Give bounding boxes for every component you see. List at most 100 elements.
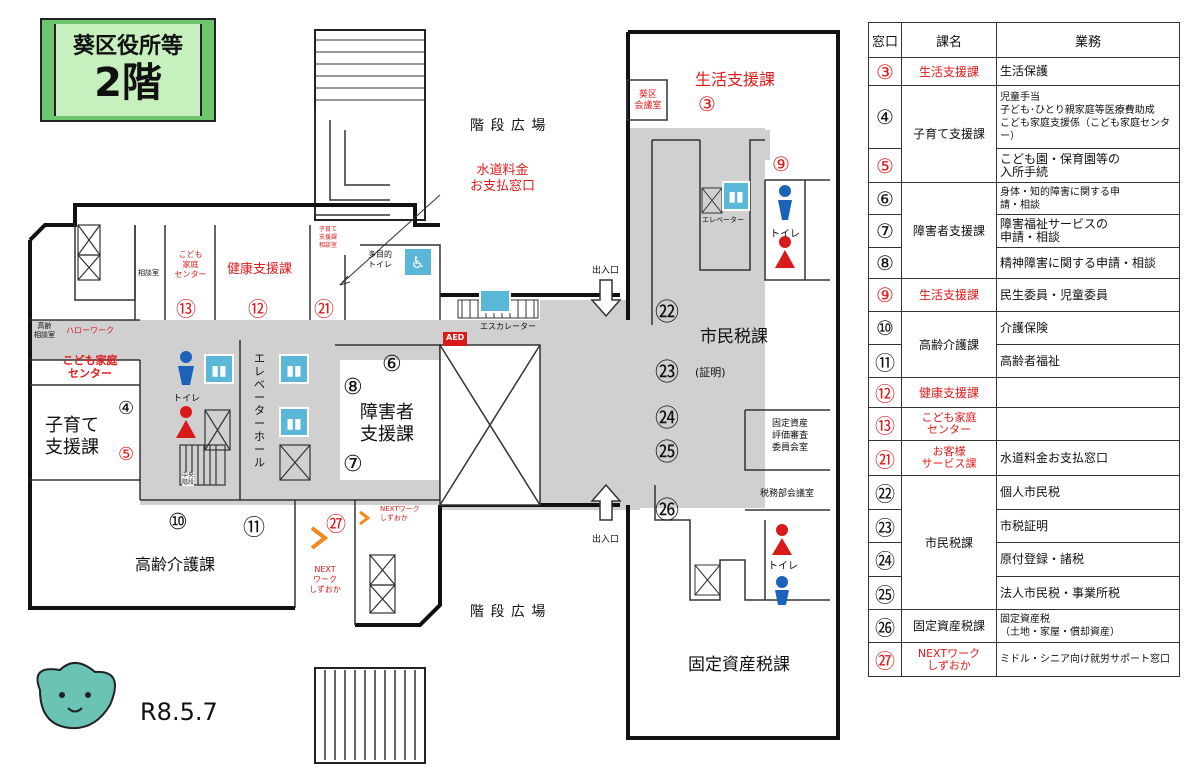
table-header-row: 窓口 課名 業務: [868, 22, 1180, 58]
toilet-icon-right: [772, 185, 795, 605]
shomei-label: (証明): [695, 366, 726, 379]
kodomo-center-left-label: こども家庭センター: [62, 354, 118, 380]
room-walls-left: [30, 225, 441, 625]
dept-name: 障害者支援課: [901, 182, 997, 279]
aed-label: AED: [446, 333, 465, 342]
floor-map: ▮▮ ▮▮ ▮▮ ♿ ▮▮: [28, 29, 840, 764]
counter-number: ⑧: [868, 247, 902, 279]
central-stairs-label: 中央階段: [182, 472, 195, 486]
water-counter-pointer: [339, 194, 441, 286]
dept-name: 高齢介護課: [901, 311, 997, 378]
counter-4: ④: [118, 398, 135, 419]
dept-name: 生活支援課: [901, 278, 997, 312]
zeimu-meeting-room-label: 税務部会議室: [760, 489, 815, 499]
counter-number: ⑤: [868, 148, 902, 183]
svg-text:▮▮: ▮▮: [286, 363, 301, 379]
kosodate-title: 子育て支援課: [45, 415, 99, 458]
table-row: ㉔ 原付登録・諸税: [868, 542, 1180, 577]
task-description: 固定資産税 （土地・家屋・償却資産）: [996, 609, 1180, 643]
counter-number: ⑨: [868, 278, 902, 312]
counter-7: ⑦: [343, 452, 363, 477]
task-description: [996, 377, 1180, 408]
aoi-meeting-room-label: 葵区会議室: [634, 90, 662, 111]
escalator-label: エスカレーター: [480, 322, 536, 331]
task-description: 原付登録・諸税: [996, 542, 1180, 577]
revision-date: R8.5.7: [140, 698, 218, 726]
task-description: 身体・知的障害に関する申 請・相談: [996, 182, 1180, 215]
korei-title: 高齢介護課: [135, 555, 216, 574]
task-description: ミドル・シニア向け就労サポート窓口: [996, 642, 1180, 677]
dept-name: こども家庭 センター: [901, 407, 997, 441]
counter-number: ㉒: [868, 475, 902, 510]
dept-name: 生活支援課: [901, 57, 997, 86]
kotei-committee-room-label: 固定資産評価審査委員会室: [771, 419, 808, 453]
shimin-title: 市民税課: [700, 327, 768, 347]
counter-number: ⑥: [868, 182, 902, 215]
mascot-icon: [36, 662, 116, 730]
counter-9: ⑨: [772, 152, 790, 176]
task-description: 精神障害に関する申請・相談: [996, 247, 1180, 279]
svg-text:▮▮: ▮▮: [728, 189, 743, 205]
counter-3: ③: [698, 92, 716, 116]
toilet-left-label: トイレ: [173, 394, 201, 404]
escalator: [457, 289, 539, 319]
counter-number: ⑩: [868, 311, 902, 345]
stair-plaza-top-label: 階 段 広 場: [470, 118, 547, 134]
entrance-bottom-label: 出入口: [592, 535, 620, 545]
dept-name: 子育て支援課: [901, 85, 997, 183]
stairs-top: [314, 29, 426, 221]
kenko-title: 健康支援課: [227, 262, 293, 277]
dept-name: NEXTワーク しずおか: [901, 642, 997, 677]
counter-27: ㉗: [326, 512, 346, 536]
task-description: 生活保護: [996, 57, 1180, 86]
table-row: ⑪ 高齢者福祉: [868, 344, 1180, 378]
counter-26: ㉖: [655, 496, 679, 524]
hello-work-label: ハローワーク: [66, 326, 114, 335]
stairs-bottom: [314, 667, 426, 764]
counter-21: ㉑: [314, 297, 334, 321]
dept-name: 固定資産税課: [901, 609, 997, 643]
counter-11: ⑪: [243, 516, 266, 541]
counter-24: ㉔: [655, 404, 679, 432]
counter-25: ㉕: [655, 438, 679, 466]
kotei-title: 固定資産税課: [688, 655, 790, 675]
task-description: 高齢者福祉: [996, 344, 1180, 378]
task-description: 水道料金お支払窓口: [996, 440, 1180, 476]
counter-8: ⑧: [343, 375, 363, 400]
stair-plaza-bottom-label: 階 段 広 場: [470, 604, 547, 620]
task-description: 民生委員・児童委員: [996, 278, 1180, 312]
dept-name: お客様 サービス課: [901, 440, 997, 476]
counter-number: ⑪: [868, 344, 902, 378]
atrium-void: [439, 344, 541, 506]
multipurpose-toilet-icon: [403, 247, 433, 277]
toilet-right-bottom-label: トイレ: [768, 561, 798, 572]
header-counter: 窓口: [868, 22, 902, 58]
task-description: 児童手当 子ども･ひとり親家庭等医療費助成 こども家庭支援係（こども家庭センター…: [996, 85, 1180, 149]
counter-number: ㉗: [868, 642, 902, 677]
counter-number: ㉖: [868, 609, 902, 643]
task-description: 法人市民税・事業所税: [996, 576, 1180, 610]
counter-23: ㉓: [655, 358, 679, 386]
svg-text:▮▮: ▮▮: [211, 363, 226, 379]
next-work-label: NEXTワークしずおか: [380, 505, 420, 522]
counter-10: ⑩: [168, 510, 188, 535]
toilet-right-top-label: トイレ: [770, 229, 800, 240]
counter-number: ㉔: [868, 542, 902, 577]
counter-number: ㉕: [868, 576, 902, 610]
counter-number: ⑫: [868, 377, 902, 408]
kosodate-consult-label: 子育て支援課相談室: [318, 226, 337, 249]
water-counter-label: 水道料金お支払窓口: [470, 163, 536, 194]
next-work-arrow-icon: [310, 510, 371, 550]
entrance-arrows: [590, 279, 622, 521]
